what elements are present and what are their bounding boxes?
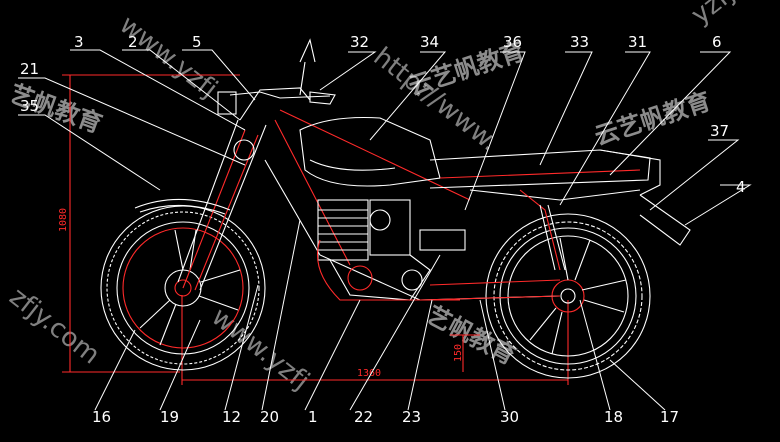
rear-wheel [485, 213, 651, 379]
label-21: 21 [20, 60, 39, 78]
label-19: 19 [160, 408, 179, 426]
label-1: 1 [308, 408, 318, 426]
label-2: 2 [128, 33, 138, 51]
part-labels: 3 2 5 32 34 36 33 31 6 21 35 37 4 16 19 … [20, 33, 746, 426]
label-35: 35 [20, 97, 39, 115]
tank-and-seat [299, 116, 691, 246]
label-5: 5 [192, 33, 202, 51]
label-12: 12 [222, 408, 241, 426]
label-17: 17 [660, 408, 679, 426]
dimension-height: 1080 [58, 208, 69, 232]
label-6: 6 [712, 33, 722, 51]
label-23: 23 [402, 408, 421, 426]
frame [177, 87, 641, 301]
watermarks: http://www. www.yzfj www.yzfj yzfjy zfjy… [4, 0, 753, 396]
label-3: 3 [74, 33, 84, 51]
leader-lines [18, 49, 752, 411]
label-33: 33 [570, 33, 589, 51]
dimension-lines: 1080 1360 150 [58, 74, 569, 385]
label-20: 20 [260, 408, 279, 426]
front-fender [134, 139, 255, 215]
label-31: 31 [628, 33, 647, 51]
label-16: 16 [92, 408, 111, 426]
watermark-url-left: www.yzfj [114, 10, 223, 104]
label-32: 32 [350, 33, 369, 51]
watermark-url-right: yzfjy [686, 0, 752, 31]
dimension-wheelbase: 1360 [357, 368, 381, 379]
engine [316, 199, 466, 301]
watermark-cn-2: 云艺帆教育 [591, 87, 714, 151]
dimension-ground-clearance: 150 [453, 344, 464, 362]
label-22: 22 [354, 408, 373, 426]
label-4: 4 [736, 178, 746, 196]
watermark-url-corner: zfjy.com [4, 282, 106, 371]
label-37: 37 [710, 122, 729, 140]
label-30: 30 [500, 408, 519, 426]
label-36: 36 [503, 33, 522, 51]
label-18: 18 [604, 408, 623, 426]
label-34: 34 [420, 33, 439, 51]
